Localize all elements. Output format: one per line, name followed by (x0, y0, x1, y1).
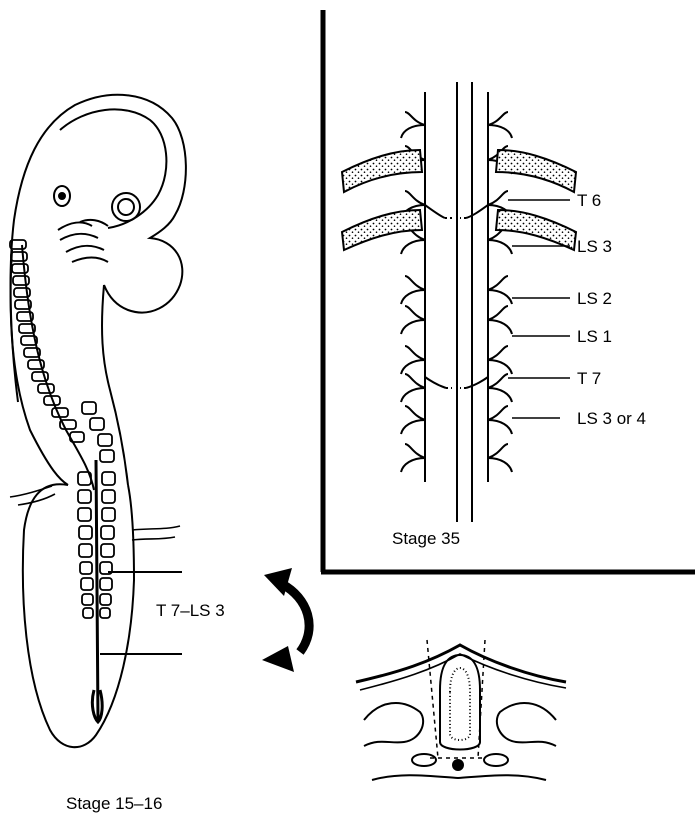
stage-35-panel (321, 10, 695, 572)
body-ventral-line (102, 285, 128, 485)
rib-lower-right (496, 210, 576, 250)
cross-section (356, 640, 566, 780)
limb-bud-right (132, 526, 180, 540)
eye-outer (112, 193, 140, 221)
cross-section-skin (356, 645, 566, 682)
limb-bud-left (10, 486, 55, 505)
neural-tube-section (440, 655, 480, 750)
central-canal (92, 460, 102, 722)
label-stage-15-16: Stage 15–16 (66, 795, 162, 812)
label-range: T 7–LS 3 (156, 602, 225, 619)
label-stage-35: Stage 35 (392, 530, 460, 547)
eye-inner (118, 199, 134, 215)
neural-tube-line (22, 245, 94, 490)
stage-15-16-embryo (10, 95, 186, 747)
label-ls3: LS 3 (577, 238, 612, 255)
label-ls2: LS 2 (577, 290, 612, 307)
rib-upper-right (496, 150, 576, 192)
rib-upper-left (342, 150, 422, 192)
pharyngeal-arches (58, 220, 108, 262)
label-t6: T 6 (577, 192, 601, 209)
label-t7: T 7 (577, 370, 601, 387)
somites (10, 240, 114, 462)
label-ls3-or-4: LS 3 or 4 (577, 410, 646, 427)
posterior-body-outline (23, 484, 134, 747)
curved-double-arrow (262, 568, 309, 672)
label-ls1: LS 1 (577, 328, 612, 345)
